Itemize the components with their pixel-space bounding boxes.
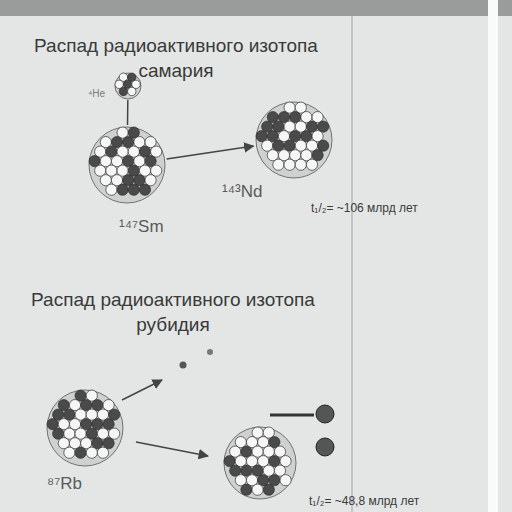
isotope-label: ⁸⁷Rb (47, 474, 82, 494)
nucleus-shape (115, 73, 141, 99)
antineutrino-track (270, 414, 314, 417)
nucleus-node: ¹⁴⁷Sm (89, 127, 165, 203)
electron-dot (180, 362, 187, 369)
section-title: Распад радиоактивного изотопа самария (0, 34, 352, 83)
isotope-label: ⁴He (88, 88, 105, 99)
isotope-label: ¹⁴³Nd (222, 182, 262, 202)
emission-arrow (122, 380, 162, 400)
nucleus-node: ⁴He (115, 73, 141, 99)
electron-dot (207, 349, 213, 355)
decay-connector (127, 100, 129, 125)
half-life: t₁/₂= ~106 млрд лет (311, 201, 491, 217)
decay-connector (167, 146, 254, 159)
slide-divider (351, 16, 353, 512)
nucleus-shape (256, 102, 332, 178)
daughter-nucleus (224, 427, 296, 499)
nucleus-shape (89, 127, 165, 203)
particle (316, 438, 334, 456)
nucleus-node: ¹⁴³Nd (256, 102, 332, 178)
decay-arrow (136, 442, 208, 456)
isotope-label: ¹⁴⁷Sm (119, 217, 164, 237)
nucleus-shape (47, 390, 123, 466)
antineutrino (316, 405, 334, 423)
top-band (0, 0, 512, 16)
nucleus-node: ⁸⁷Rb (47, 390, 123, 466)
slide-edge (488, 0, 498, 512)
section-title: Распад радиоактивного изотопа рубидия (0, 288, 346, 337)
half-life: t₁/₂= ~48,8 млрд лет (309, 494, 491, 510)
